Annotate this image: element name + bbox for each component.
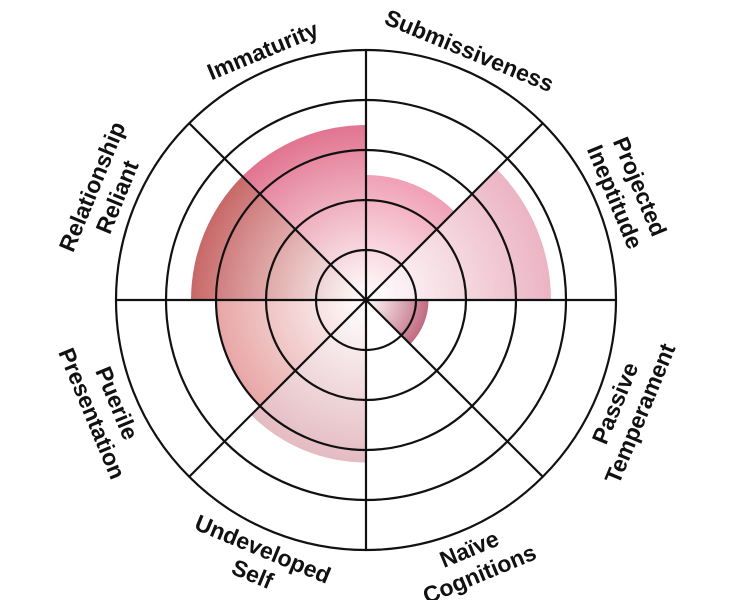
wedge-relationship-reliant — [191, 176, 366, 300]
grid-spoke — [365, 299, 544, 478]
category-label: Immaturity — [203, 16, 322, 85]
wedge-projected-ineptitude — [366, 169, 552, 300]
category-label: NaïveCognitions — [409, 514, 540, 600]
grid — [114, 48, 618, 552]
category-label-line: Immaturity — [203, 16, 322, 85]
wedge-submissiveness — [366, 175, 455, 300]
grid-spoke — [188, 299, 367, 478]
wedge-immaturity — [242, 125, 366, 300]
category-label: Submissiveness — [381, 4, 557, 97]
wedge-passive-temperament — [366, 300, 429, 345]
category-label: ProjectedIneptitude — [582, 131, 673, 253]
category-label-line: Submissiveness — [381, 4, 557, 97]
category-label: UndevelopedSelf — [181, 509, 335, 600]
wedge-puerile-presentation — [216, 300, 366, 407]
grid-spoke — [365, 122, 544, 301]
grid-spoke — [188, 122, 367, 301]
